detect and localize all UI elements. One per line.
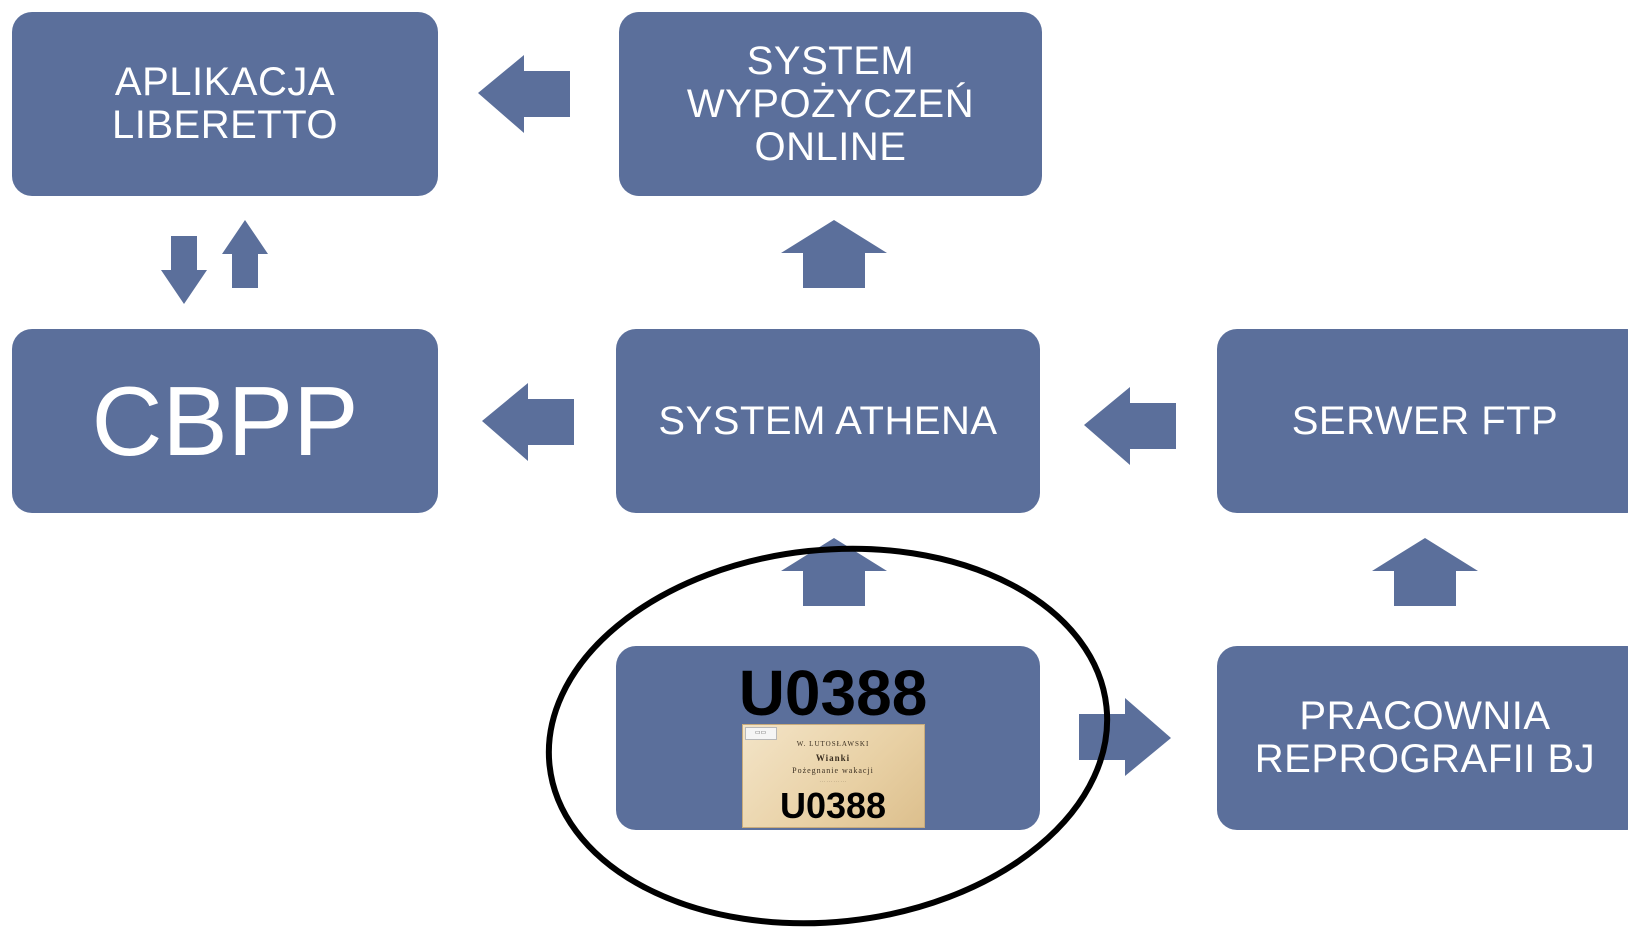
- box-cbpp: CBPP: [12, 329, 438, 513]
- box-u0388-label: U0388: [738, 657, 928, 729]
- box-ftp-label: SERWER FTP: [1291, 398, 1559, 443]
- thumbnail-code: U0388: [779, 785, 887, 826]
- box-serwer-ftp: SERWER FTP: [1217, 329, 1628, 513]
- box-system-athena: SYSTEM ATHENA: [616, 329, 1040, 513]
- thumbnail-small-text: · · · · · · · · · · · ·: [819, 779, 847, 784]
- up-arrow-icon: [222, 220, 268, 288]
- box-u0388: U0388 ▭▭ W. LUTOSŁAWSKI Wianki Pożegnani…: [616, 646, 1040, 830]
- book-cover-thumbnail: ▭▭ W. LUTOSŁAWSKI Wianki Pożegnanie waka…: [741, 724, 925, 828]
- thumbnail-tag-icon: ▭▭: [744, 727, 777, 740]
- up-arrow-icon: [1372, 538, 1478, 606]
- box-system-wypozyczen-label: SYSTEM WYPOŻYCZEŃ ONLINE: [686, 38, 975, 169]
- thumbnail-author: W. LUTOSŁAWSKI: [796, 740, 870, 748]
- thumbnail-title-line2: Pożegnanie wakacji: [792, 766, 874, 775]
- box-aplikacja-liberetto: APLIKACJA LIBERETTO: [12, 12, 438, 196]
- box-system-wypozyczen-online: SYSTEM WYPOŻYCZEŃ ONLINE: [619, 12, 1042, 196]
- box-pracownia-reprografii: PRACOWNIA REPROGRAFII BJ: [1217, 646, 1628, 830]
- down-arrow-icon: [161, 236, 207, 304]
- left-arrow-icon: [478, 55, 570, 133]
- highlight-ellipse: [545, 545, 1111, 927]
- up-arrow-icon: [781, 538, 887, 606]
- up-arrow-icon: [781, 220, 887, 288]
- box-cbpp-label: CBPP: [91, 366, 359, 476]
- box-pracownia-label: PRACOWNIA REPROGRAFII BJ: [1254, 694, 1596, 781]
- box-aplikacja-label: APLIKACJA LIBERETTO: [111, 60, 339, 147]
- left-arrow-icon: [482, 383, 574, 461]
- box-athena-label: SYSTEM ATHENA: [658, 398, 998, 443]
- thumbnail-title-line1: Wianki: [815, 753, 851, 763]
- left-arrow-icon: [1084, 387, 1176, 465]
